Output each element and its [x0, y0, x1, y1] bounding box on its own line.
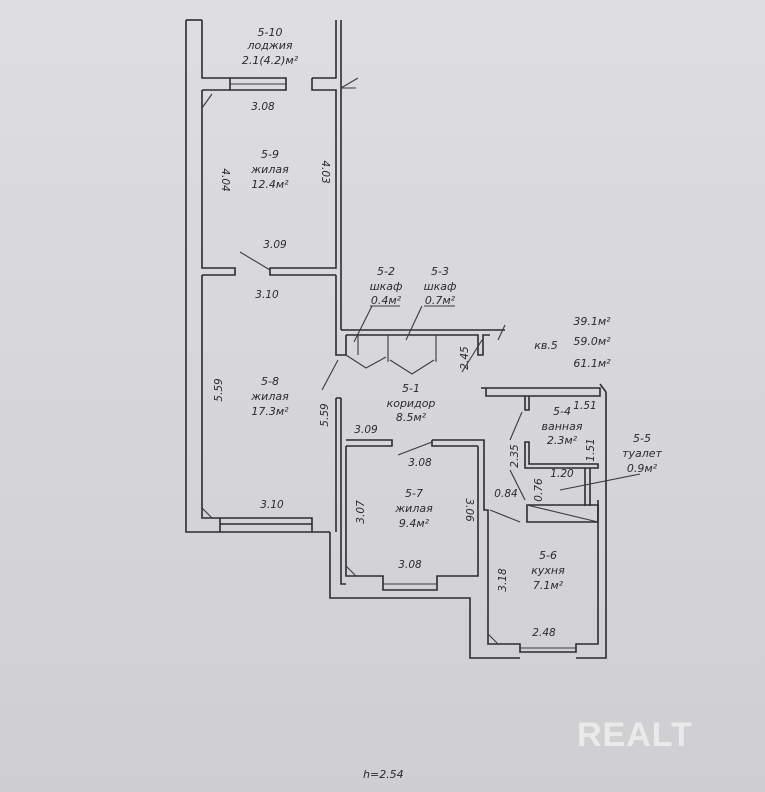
room-5-8-label: 5-8 жилая 17.3м²	[250, 375, 289, 418]
svg-text:жилая: жилая	[394, 502, 433, 515]
svg-text:2.1(4.2)м²: 2.1(4.2)м²	[242, 54, 299, 67]
svg-text:0.76: 0.76	[533, 478, 545, 502]
svg-text:5-6: 5-6	[539, 549, 557, 562]
room-5-10-label: 5-10 лоджия 2.1(4.2)м²	[242, 26, 299, 67]
svg-text:0.7м²: 0.7м²	[425, 294, 456, 307]
room-5-5-label: 5-5 туалет 0.9м²	[622, 432, 662, 475]
svg-text:1.51: 1.51	[573, 400, 596, 412]
svg-text:5-7: 5-7	[405, 487, 423, 500]
dimension-labels: 3.08 4.04 4.03 3.09 3.10 5.59 5.59 3.10 …	[213, 101, 597, 639]
svg-text:5-9: 5-9	[261, 148, 279, 161]
svg-text:8.5м²: 8.5м²	[396, 411, 427, 424]
svg-text:5-3: 5-3	[431, 265, 449, 278]
svg-text:0.4м²: 0.4м²	[371, 294, 402, 307]
svg-text:1.20: 1.20	[550, 468, 574, 480]
svg-text:кухня: кухня	[531, 564, 565, 577]
svg-text:5-2: 5-2	[377, 265, 395, 278]
svg-text:2.48: 2.48	[532, 627, 556, 639]
room-5-4-label: 5-4 ванная 2.3м²	[542, 405, 583, 447]
svg-text:7.1м²: 7.1м²	[533, 579, 564, 592]
svg-text:5-5: 5-5	[633, 432, 651, 445]
svg-text:2.45: 2.45	[459, 346, 471, 370]
svg-text:3.06: 3.06	[463, 498, 475, 522]
svg-text:шкаф: шкаф	[424, 280, 457, 293]
room-5-6-label: 5-6 кухня 7.1м²	[531, 549, 565, 592]
svg-text:61.1м²: 61.1м²	[573, 357, 611, 370]
svg-text:5-4: 5-4	[553, 405, 571, 418]
ceiling-height: h=2.54	[363, 768, 404, 781]
room-5-1-label: 5-1 коридор 8.5м²	[387, 382, 436, 424]
svg-text:3.08: 3.08	[408, 457, 432, 469]
svg-text:17.3м²: 17.3м²	[251, 405, 289, 418]
svg-text:лоджия: лоджия	[246, 39, 292, 52]
svg-text:жилая: жилая	[250, 163, 289, 176]
svg-text:3.09: 3.09	[263, 239, 287, 251]
svg-text:4.03: 4.03	[319, 160, 331, 183]
svg-text:0.9м²: 0.9м²	[627, 462, 658, 475]
svg-text:3.10: 3.10	[255, 289, 279, 301]
room-5-3-label: 5-3 шкаф 0.7м²	[424, 265, 457, 307]
room-5-7-label: 5-7 жилая 9.4м²	[394, 487, 433, 530]
svg-text:9.4м²: 9.4м²	[399, 517, 430, 530]
room-5-2-label: 5-2 шкаф 0.4м²	[370, 265, 403, 307]
svg-text:12.4м²: 12.4м²	[251, 178, 289, 191]
svg-text:1.51: 1.51	[585, 438, 597, 461]
svg-text:4.04: 4.04	[219, 168, 231, 191]
svg-text:0.84: 0.84	[494, 488, 517, 500]
svg-text:туалет: туалет	[622, 447, 662, 460]
svg-text:5.59: 5.59	[213, 378, 225, 402]
svg-text:5-10: 5-10	[258, 26, 283, 39]
room-5-9-label: 5-9 жилая 12.4м²	[250, 148, 289, 191]
svg-text:5.59: 5.59	[319, 403, 331, 427]
svg-text:59.0м²: 59.0м²	[573, 335, 611, 348]
svg-text:коридор: коридор	[387, 397, 436, 410]
svg-text:3.07: 3.07	[355, 500, 367, 524]
svg-text:ванная: ванная	[542, 420, 583, 433]
svg-text:3.18: 3.18	[497, 568, 509, 592]
svg-text:2.35: 2.35	[509, 444, 521, 468]
svg-text:шкаф: шкаф	[370, 280, 403, 293]
svg-text:кв.5: кв.5	[534, 339, 558, 352]
walls	[185, 19, 641, 659]
svg-text:3.08: 3.08	[251, 101, 275, 113]
svg-text:2.3м²: 2.3м²	[547, 434, 578, 447]
svg-text:5-1: 5-1	[402, 382, 420, 395]
svg-text:39.1м²: 39.1м²	[573, 315, 611, 328]
svg-text:3.09: 3.09	[354, 424, 378, 436]
svg-text:5-8: 5-8	[261, 375, 279, 388]
realt-watermark-logo: REALT	[577, 716, 693, 754]
svg-text:3.10: 3.10	[260, 499, 284, 511]
apartment-summary: 39.1м² кв.5 59.0м² 61.1м²	[534, 315, 611, 370]
svg-text:жилая: жилая	[250, 390, 289, 403]
svg-text:3.08: 3.08	[398, 559, 422, 571]
